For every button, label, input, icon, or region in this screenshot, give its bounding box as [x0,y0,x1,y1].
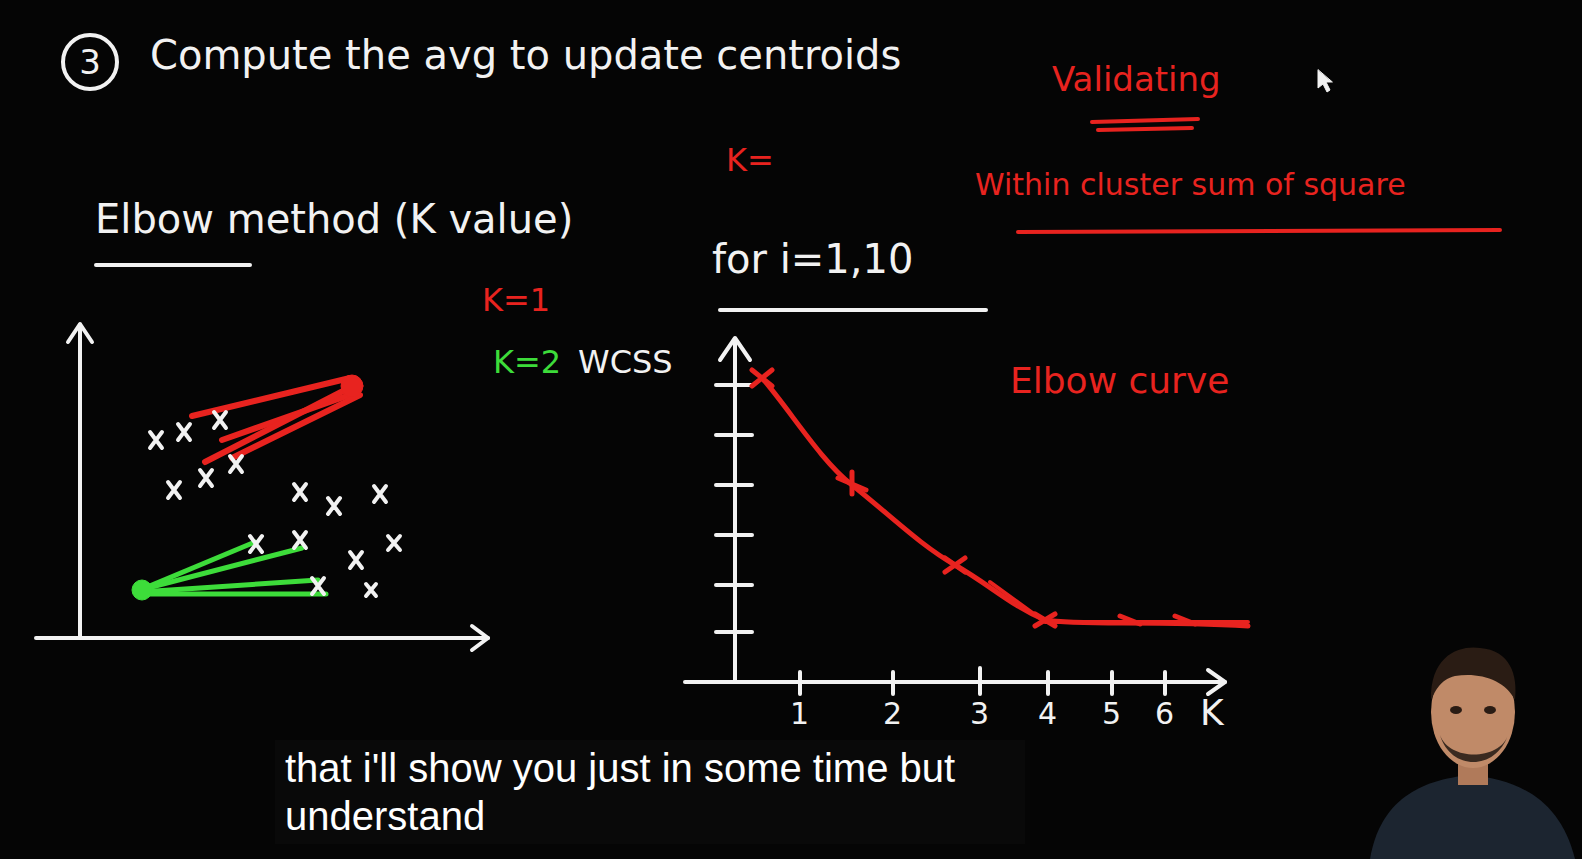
handwritten-note: Validating [1052,60,1221,99]
video-subtitle: that i'll show you just in some time but… [275,740,1025,844]
axis-tick-label: K [1200,692,1224,733]
handwritten-note: Compute the avg to update centroids [150,32,901,78]
axis-tick-label: 6 [1155,697,1174,732]
axis-tick-label: 5 [1102,697,1121,732]
handwritten-note: Within cluster sum of square [975,168,1406,203]
presenter-webcam [1370,648,1575,859]
axis-tick-label: 4 [1038,697,1057,732]
handwritten-note: K=2 [493,344,561,381]
handwritten-note: K= [726,142,774,179]
circled-step-number: 3 [61,33,119,91]
handwritten-note: K=1 [482,282,550,319]
handwritten-note: for i=1,10 [712,236,913,282]
handwritten-note: Elbow method (K value) [95,196,573,242]
axis-tick-label: 2 [883,697,902,732]
axis-tick-label: 3 [970,697,989,732]
handwritten-note: WCSS [578,344,673,381]
step-number: 3 [79,42,101,82]
axis-tick-label: 1 [790,697,809,732]
handwritten-note: Elbow curve [1010,360,1229,401]
